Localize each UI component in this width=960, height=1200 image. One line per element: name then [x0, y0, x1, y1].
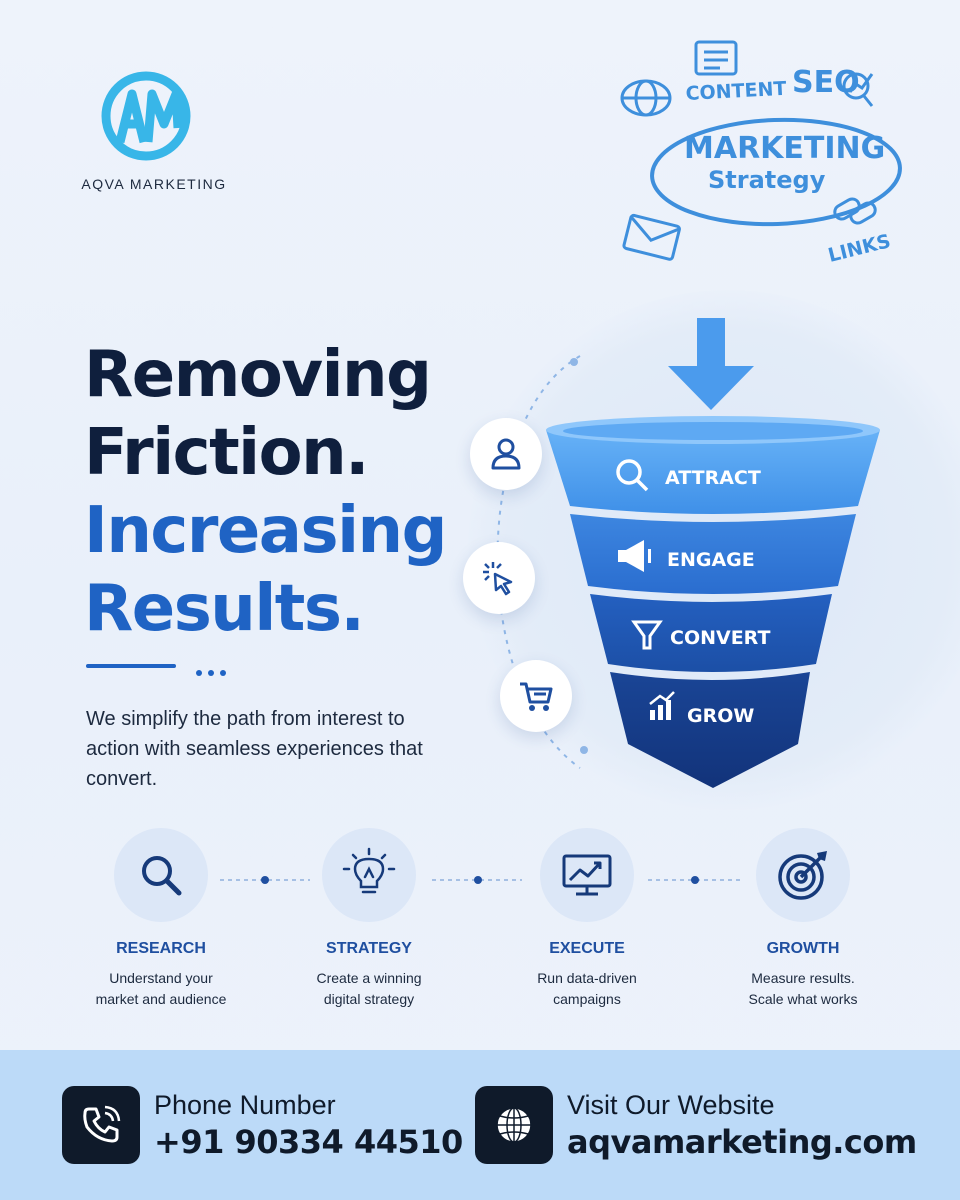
step-research: RESEARCH Understand your market and audi…	[76, 828, 246, 1010]
phone-label: Phone Number	[154, 1090, 336, 1120]
sketch-links-label: LINKS	[826, 230, 893, 267]
filter-icon	[631, 620, 663, 650]
website-value[interactable]: aqvamarketing.com	[567, 1123, 917, 1161]
lightbulb-icon	[342, 847, 396, 894]
email-icon	[622, 213, 681, 261]
document-icon	[694, 40, 738, 76]
stage-label-attract: ATTRACT	[665, 467, 761, 489]
phone-icon-box	[62, 1086, 140, 1164]
step-execute-circle	[540, 828, 634, 922]
side-user-circle	[470, 418, 542, 490]
step-execute: EXECUTE Run data-driven campaigns	[502, 828, 672, 1010]
funnel-stage-attract	[546, 416, 880, 514]
step-desc-line: Run data-driven	[537, 970, 637, 986]
monitor-chart-icon	[562, 854, 612, 896]
magnifier-arrow-icon	[842, 72, 874, 107]
user-icon	[491, 438, 521, 470]
stage-label-grow: GROW	[687, 705, 754, 727]
website-contact[interactable]: Visit Our Website aqvamarketing.com	[475, 1086, 917, 1164]
step-desc: Understand your market and audience	[76, 968, 246, 1010]
step-desc-line: digital strategy	[323, 991, 415, 1007]
step-strategy: STRATEGY Create a winning digital strate…	[284, 828, 454, 1010]
step-title: STRATEGY	[326, 940, 412, 957]
brand-name: AQVA MARKETING	[81, 176, 227, 192]
cursor-click-icon	[483, 562, 513, 596]
step-growth-circle	[756, 828, 850, 922]
search-icon	[142, 856, 182, 896]
side-cart-circle	[500, 660, 572, 732]
divider-dots	[196, 663, 232, 681]
globe-icon-box	[475, 1086, 553, 1164]
headline-divider	[86, 664, 176, 668]
step-desc: Run data-driven campaigns	[502, 968, 672, 1010]
step-desc-line: campaigns	[553, 991, 621, 1007]
globe-icon	[496, 1107, 532, 1143]
step-title: GROWTH	[766, 940, 840, 957]
globe-icon	[620, 79, 672, 117]
step-title: EXECUTE	[549, 940, 625, 957]
step-desc-line: Scale what works	[748, 991, 858, 1007]
search-icon	[616, 459, 649, 492]
headline-line-3: Increasing	[84, 494, 447, 568]
sketch-marketing-label: MARKETING	[684, 131, 885, 166]
step-title: RESEARCH	[116, 940, 206, 957]
step-growth: GROWTH Measure results. Scale what works	[718, 828, 888, 1010]
step-strategy-circle	[322, 828, 416, 922]
brand-logo	[98, 68, 194, 164]
stage-label-convert: CONVERT	[670, 627, 770, 649]
stage-label-engage: ENGAGE	[667, 549, 755, 571]
headline-line-2: Friction.	[84, 416, 369, 490]
megaphone-icon	[618, 540, 651, 572]
headline-line-4: Results.	[84, 572, 365, 646]
step-desc: Create a winning digital strategy	[284, 968, 454, 1010]
funnel-stage-engage	[570, 514, 856, 594]
headline-line-1: Removing	[84, 338, 432, 412]
side-cursor-circle	[463, 542, 535, 614]
steps-connectors	[220, 876, 740, 884]
phone-contact[interactable]: Phone Number +91 90334 44510	[62, 1086, 463, 1164]
funnel-stage-grow	[610, 672, 810, 788]
step-desc-line: Understand your	[109, 970, 213, 986]
phone-value[interactable]: +91 90334 44510	[154, 1123, 463, 1161]
phone-icon	[83, 1105, 121, 1143]
funnel-stage-convert	[590, 594, 832, 672]
bar-chart-icon	[649, 691, 675, 720]
step-desc-line: market and audience	[95, 991, 227, 1007]
step-desc: Measure results. Scale what works	[718, 968, 888, 1010]
step-desc-line: Create a winning	[316, 970, 422, 986]
cart-icon	[520, 682, 553, 711]
down-arrow-icon	[668, 318, 754, 410]
link-icon	[833, 197, 877, 225]
step-research-circle	[114, 828, 208, 922]
description: We simplify the path from interest to ac…	[86, 708, 423, 790]
marketing-strategy-sketch: CONTENT SEO MARKETING Strategy LINKS	[610, 30, 930, 280]
sketch-content-label: CONTENT	[685, 78, 787, 105]
target-icon	[778, 851, 827, 900]
sketch-strategy-label: Strategy	[708, 166, 826, 194]
headline: Removing Friction. Increasing Results.	[84, 336, 484, 648]
step-desc-line: Measure results.	[751, 970, 855, 986]
website-label: Visit Our Website	[567, 1090, 775, 1120]
